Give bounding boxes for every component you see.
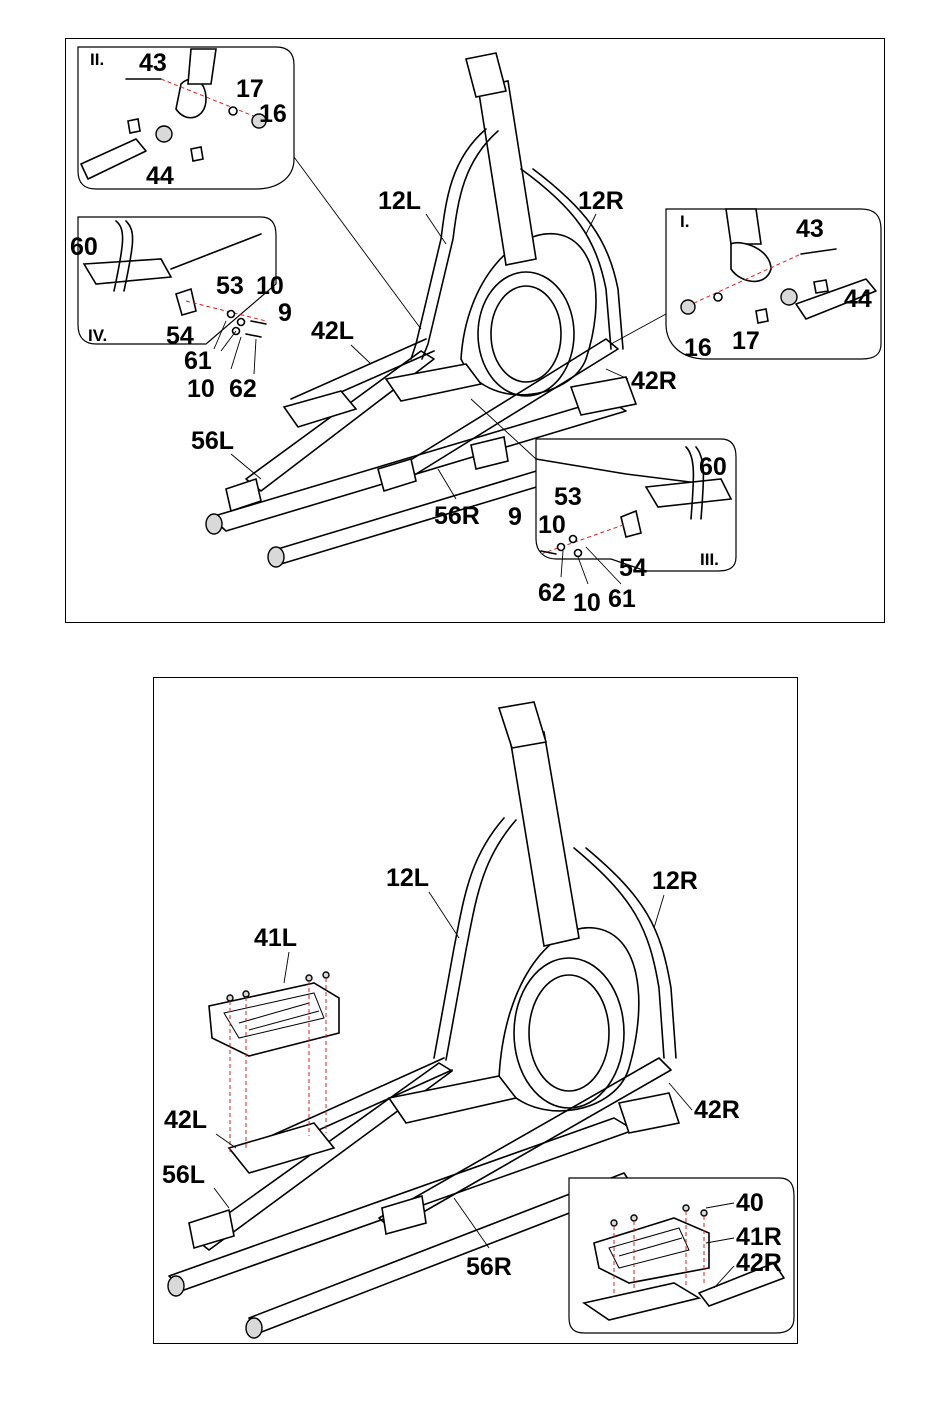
label-17: 17 xyxy=(236,75,264,103)
pedal-41L-exploded xyxy=(209,972,339,1153)
label-53: 53 xyxy=(216,272,244,300)
bottom-assembly-panel: 40 41R 42R 12L 12R 41L 42L 56L 42R 56R xyxy=(153,677,798,1344)
top-assembly-drawing: II. 43 17 16 44 I. xyxy=(66,39,886,624)
label-10: 10 xyxy=(538,511,566,539)
roman-I: I. xyxy=(680,212,689,231)
label-62: 62 xyxy=(538,579,566,607)
label-12L: 12L xyxy=(378,187,421,215)
label-12R: 12R xyxy=(652,867,698,895)
label-16: 16 xyxy=(684,334,712,362)
label-42L: 42L xyxy=(164,1106,207,1134)
label-43: 43 xyxy=(139,49,167,77)
label-40: 40 xyxy=(736,1189,764,1217)
label-53: 53 xyxy=(554,483,582,511)
label-44: 44 xyxy=(146,162,174,190)
label-62: 62 xyxy=(229,375,257,403)
label-10: 10 xyxy=(573,589,601,617)
detail-III: III. 60 53 9 10 54 62 10 61 xyxy=(471,399,736,617)
label-60: 60 xyxy=(70,233,98,261)
bottom-assembly-drawing: 40 41R 42R 12L 12R 41L 42L 56L 42R 56R xyxy=(154,678,799,1345)
label-41R: 41R xyxy=(736,1223,782,1251)
detail-41R: 40 41R 42R xyxy=(569,1178,794,1333)
label-12R: 12R xyxy=(578,187,624,215)
label-12L: 12L xyxy=(386,864,429,892)
label-16: 16 xyxy=(259,100,287,128)
label-56L: 56L xyxy=(191,427,234,455)
label-61: 61 xyxy=(184,347,212,375)
label-10: 10 xyxy=(187,375,215,403)
label-10: 10 xyxy=(256,272,284,300)
label-56R: 56R xyxy=(434,502,480,530)
label-42L: 42L xyxy=(311,317,354,345)
roman-II: II. xyxy=(90,50,104,69)
label-56L: 56L xyxy=(162,1161,205,1189)
label-61: 61 xyxy=(608,585,636,613)
label-42R: 42R xyxy=(631,367,677,395)
top-assembly-panel: II. 43 17 16 44 I. xyxy=(65,38,885,623)
detail-I: I. 43 44 16 17 xyxy=(611,209,881,362)
roman-IV: IV. xyxy=(88,326,107,345)
label-9: 9 xyxy=(278,299,292,327)
roman-III: III. xyxy=(700,550,719,569)
label-41L: 41L xyxy=(254,924,297,952)
label-60: 60 xyxy=(699,453,727,481)
label-9: 9 xyxy=(508,503,522,531)
label-43: 43 xyxy=(796,215,824,243)
label-54: 54 xyxy=(166,322,194,350)
label-56R: 56R xyxy=(466,1253,512,1281)
label-42R: 42R xyxy=(736,1249,782,1277)
label-44: 44 xyxy=(844,285,872,313)
label-42R: 42R xyxy=(694,1096,740,1124)
detail-IV: IV. 60 53 10 9 54 61 10 62 xyxy=(70,217,292,403)
label-17: 17 xyxy=(732,327,760,355)
label-54: 54 xyxy=(619,554,647,582)
